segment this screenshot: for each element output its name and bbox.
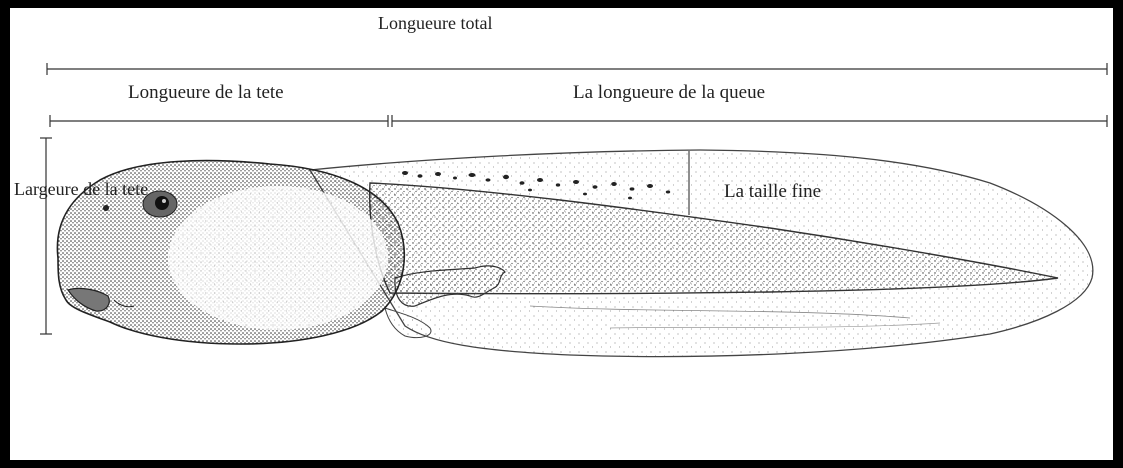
total-length-label: Longueure total bbox=[378, 14, 492, 32]
total-length-dimension bbox=[47, 63, 1107, 75]
head-length-dimension bbox=[50, 115, 388, 127]
head-width-dimension bbox=[40, 138, 52, 334]
tadpole-figure bbox=[10, 8, 1113, 460]
belly-stipple bbox=[168, 186, 388, 330]
tail-length-dimension bbox=[392, 115, 1107, 127]
fin-height-label: La taille fine bbox=[724, 182, 821, 201]
diagram-frame: Longueure total Longueure de la tete La … bbox=[10, 8, 1113, 460]
nostril bbox=[103, 205, 109, 211]
eye bbox=[143, 191, 177, 217]
tail-length-label: La longueure de la queue bbox=[573, 83, 765, 102]
head-length-label: Longueure de la tete bbox=[128, 83, 284, 102]
head-width-label: Largeure de la tete bbox=[14, 180, 148, 198]
